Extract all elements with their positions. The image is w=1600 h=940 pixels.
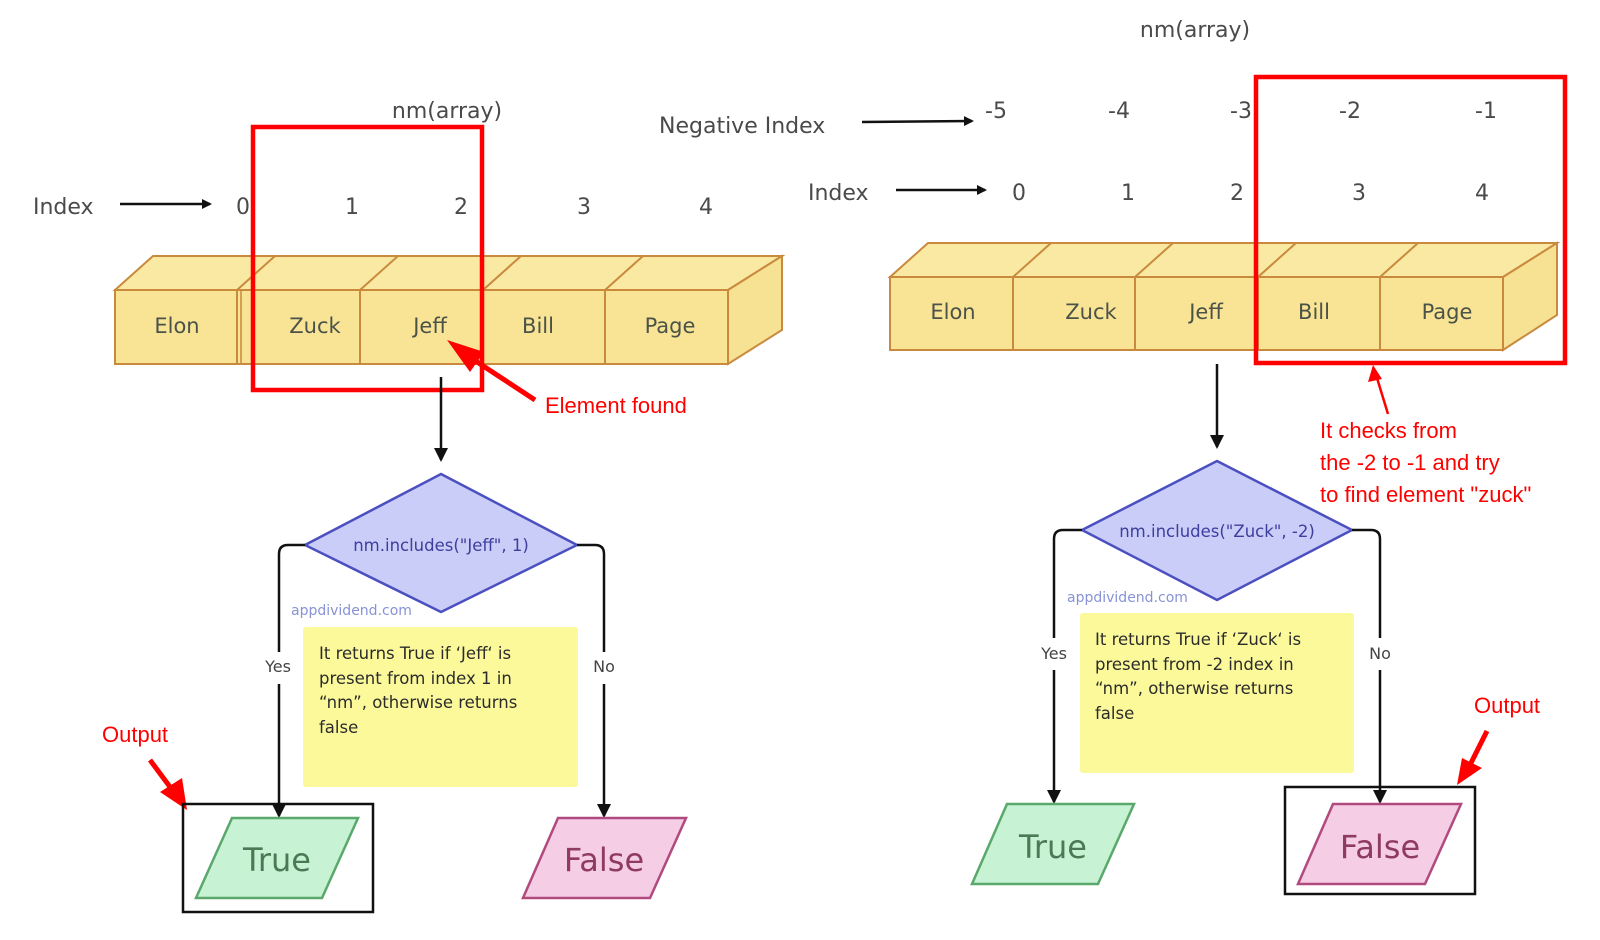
left-yes-label: Yes [264, 657, 291, 676]
left-cell-bill: Bill [522, 314, 554, 338]
right-cell-jeff: Jeff [1187, 300, 1223, 324]
neg-index-4: -1 [1475, 99, 1497, 124]
right-true-shape [970, 802, 1136, 886]
left-no-line [577, 543, 606, 652]
left-true-shape [194, 816, 360, 900]
left-note-text: It returns True if ‘Jeff‘ is present fro… [319, 644, 523, 737]
right-highlight-box [1253, 74, 1568, 366]
right-index-1: 1 [1121, 181, 1135, 206]
left-index-0: 0 [236, 195, 250, 220]
neg-index-1: -4 [1108, 99, 1130, 124]
right-index-label: Index [808, 181, 869, 206]
left-no-label: No [593, 657, 615, 676]
left-watermark: appdividend.com [291, 603, 412, 619]
left-cell-zuck: Zuck [289, 314, 341, 338]
left-false-shape [521, 816, 688, 900]
left-panel: nm(array) Index 0 1 2 3 4 Elon Zuck J [33, 99, 786, 914]
right-output-frame [1283, 785, 1477, 896]
right-index-0: 0 [1012, 181, 1026, 206]
right-note-text: It returns True if ‘Zuck‘ is present fro… [1095, 630, 1306, 723]
neg-index-2: -3 [1230, 99, 1252, 124]
right-output-arrow-icon [1457, 729, 1490, 785]
neg-index-3: -2 [1339, 99, 1361, 124]
right-no-label: No [1369, 644, 1391, 663]
left-output-arrow-icon [147, 758, 187, 810]
left-index-2: 2 [454, 195, 468, 220]
right-false-label: False [1340, 828, 1420, 866]
right-annotation-text: It checks from the -2 to -1 and try to f… [1320, 418, 1531, 507]
right-output-label: Output [1474, 693, 1540, 718]
left-condition-text: nm.includes("Jeff", 1) [353, 536, 529, 555]
right-index-row: 0 1 2 3 4 [1012, 181, 1489, 206]
left-index-label: Index [33, 195, 94, 220]
right-index-4: 4 [1475, 181, 1489, 206]
right-yes-line [1052, 528, 1082, 638]
right-watermark: appdividend.com [1067, 590, 1188, 606]
right-decision-diamond [1079, 459, 1355, 602]
left-decision-diamond [302, 472, 580, 614]
left-array-title: nm(array) [392, 99, 502, 124]
right-index-2: 2 [1230, 181, 1244, 206]
right-index-3: 3 [1352, 181, 1366, 206]
right-panel: nm(array) Negative Index -5 -4 -3 -2 -1 … [659, 18, 1568, 896]
right-cell-elon: Elon [930, 300, 975, 324]
right-cell-zuck: Zuck [1065, 300, 1117, 324]
left-index-3: 3 [577, 195, 591, 220]
element-found-label: Element found [545, 393, 687, 418]
left-cell-jeff: Jeff [411, 314, 447, 338]
left-index-1: 1 [345, 195, 359, 220]
right-array-boxes [887, 241, 1561, 352]
right-cell-page: Page [1422, 300, 1473, 324]
left-output-label: Output [102, 722, 168, 747]
right-condition-text: nm.includes("Zuck", -2) [1119, 522, 1315, 541]
right-no-line [1352, 528, 1382, 638]
left-true-label: True [242, 841, 311, 879]
right-true-label: True [1018, 828, 1087, 866]
negative-index-label: Negative Index [659, 114, 825, 139]
right-yes-label: Yes [1040, 644, 1067, 663]
left-array-boxes [112, 254, 786, 366]
left-highlight-box [250, 124, 485, 393]
left-false-label: False [564, 841, 644, 879]
left-cell-page: Page [645, 314, 696, 338]
right-cell-bill: Bill [1298, 300, 1330, 324]
left-note-box [303, 627, 578, 787]
left-index-4: 4 [699, 195, 713, 220]
left-cell-elon: Elon [154, 314, 199, 338]
right-array-title: nm(array) [1140, 18, 1250, 43]
right-note-box [1080, 613, 1354, 773]
neg-index-0: -5 [985, 99, 1007, 124]
left-yes-line [277, 543, 305, 652]
right-annotation-arrow-icon [1368, 365, 1390, 415]
element-found-arrow-icon [447, 340, 537, 403]
right-false-shape [1296, 802, 1463, 886]
negative-index-arrow-icon [861, 116, 974, 127]
left-output-frame [181, 802, 375, 914]
negative-index-row: -5 -4 -3 -2 -1 [985, 99, 1497, 124]
left-index-row: 0 1 2 3 4 [236, 195, 713, 220]
